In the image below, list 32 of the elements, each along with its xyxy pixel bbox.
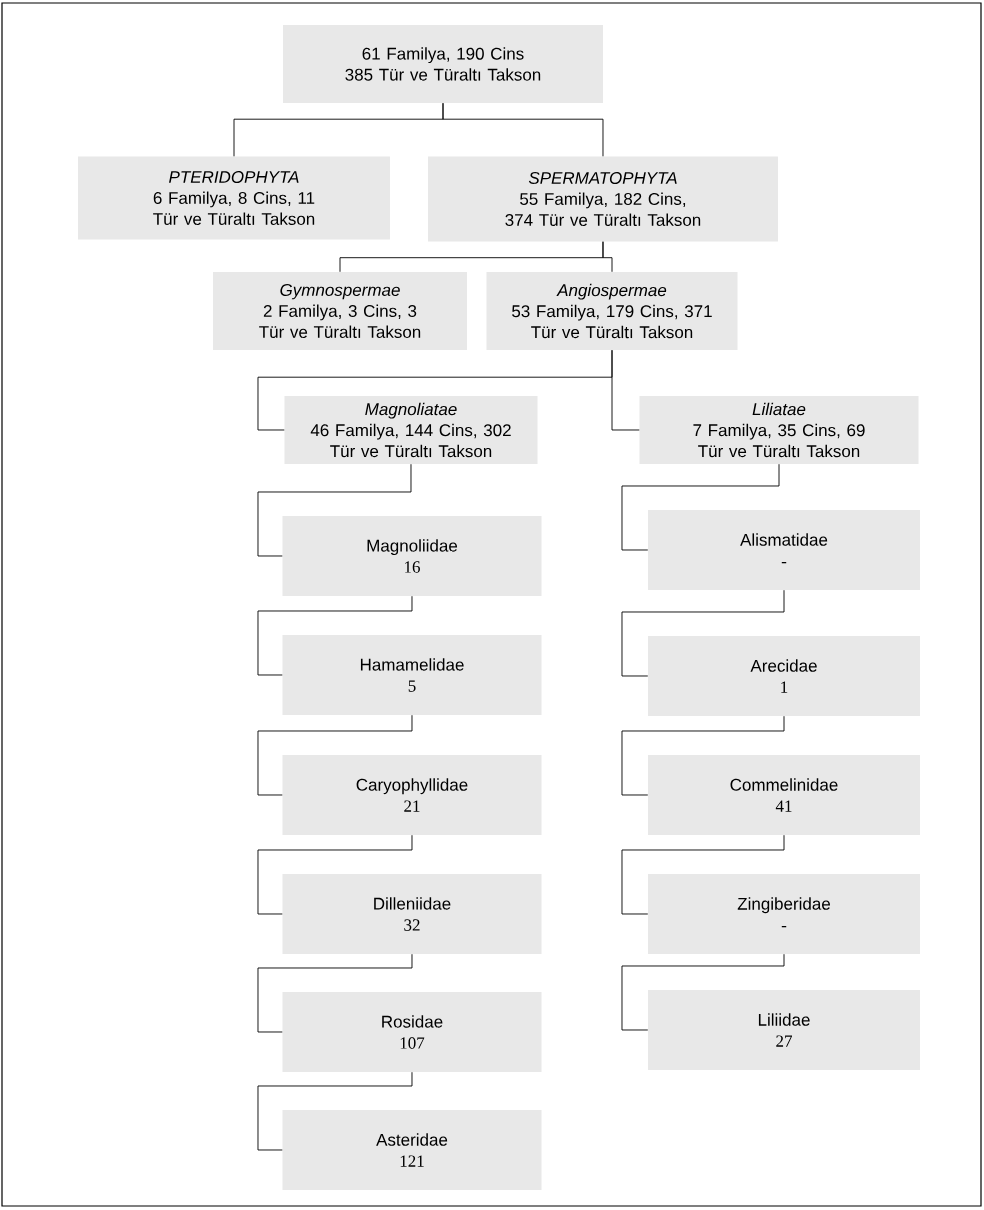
taxon-box: Commelinidae 41 — [648, 755, 920, 835]
taxon-box: Liliatae 7 Familya, 35 Cins, 69 Tür ve Türaltı Takson — [639, 396, 919, 464]
taxon-box: Zingiberidae - — [648, 874, 920, 954]
connector-line — [602, 241, 613, 273]
connector-line — [257, 1071, 413, 1151]
connector-line — [442, 102, 604, 157]
taxon-box: Caryophyllidae 21 — [282, 755, 542, 835]
taxon-box: 61 Familya, 190 Cins 385 Tür ve Türaltı Takson — [283, 25, 603, 103]
taxon-box: Gymnospermae 2 Familya, 3 Cins, 3 Tür ve Türaltı Takson — [213, 272, 467, 350]
taxon-box: Alismatidae - — [648, 510, 920, 590]
connector-line — [621, 589, 785, 677]
taxon-box: Rosidae 107 — [282, 992, 542, 1072]
taxon-box: Hamamelidae 5 — [282, 635, 542, 715]
taxon-box: Angiospermae 53 Familya, 179 Cins, 371 Tür ve Türaltı Takson — [486, 272, 738, 350]
taxon-box: Magnoliidae 16 — [282, 516, 542, 596]
taxon-box: SPERMATOPHYTA 55 Familya, 182 Cins, 374 Tür ve Türaltı Takson — [428, 156, 778, 242]
taxon-box: Liliidae 27 — [648, 990, 920, 1070]
connector-line — [621, 953, 785, 1031]
connector-line — [621, 463, 780, 551]
connector-line — [611, 349, 640, 431]
taxon-box: Magnoliatae 46 Familya, 144 Cins, 302 Tür ve Türaltı Takson — [284, 396, 538, 464]
taxon-box: Arecidae 1 — [648, 636, 920, 716]
connector-line — [257, 714, 413, 796]
taxon-box: PTERIDOPHYTA 6 Familya, 8 Cins, 11 Tür ve Türaltı Takson — [78, 156, 390, 240]
taxon-box: Dilleniidae 32 — [282, 874, 542, 954]
connector-line — [257, 953, 413, 1033]
taxon-box: Asteridae 121 — [282, 1110, 542, 1190]
connector-line — [621, 834, 785, 915]
connector-line — [257, 595, 413, 676]
connector-line — [257, 463, 412, 557]
connector-line — [257, 834, 413, 915]
connector-line — [621, 715, 785, 796]
